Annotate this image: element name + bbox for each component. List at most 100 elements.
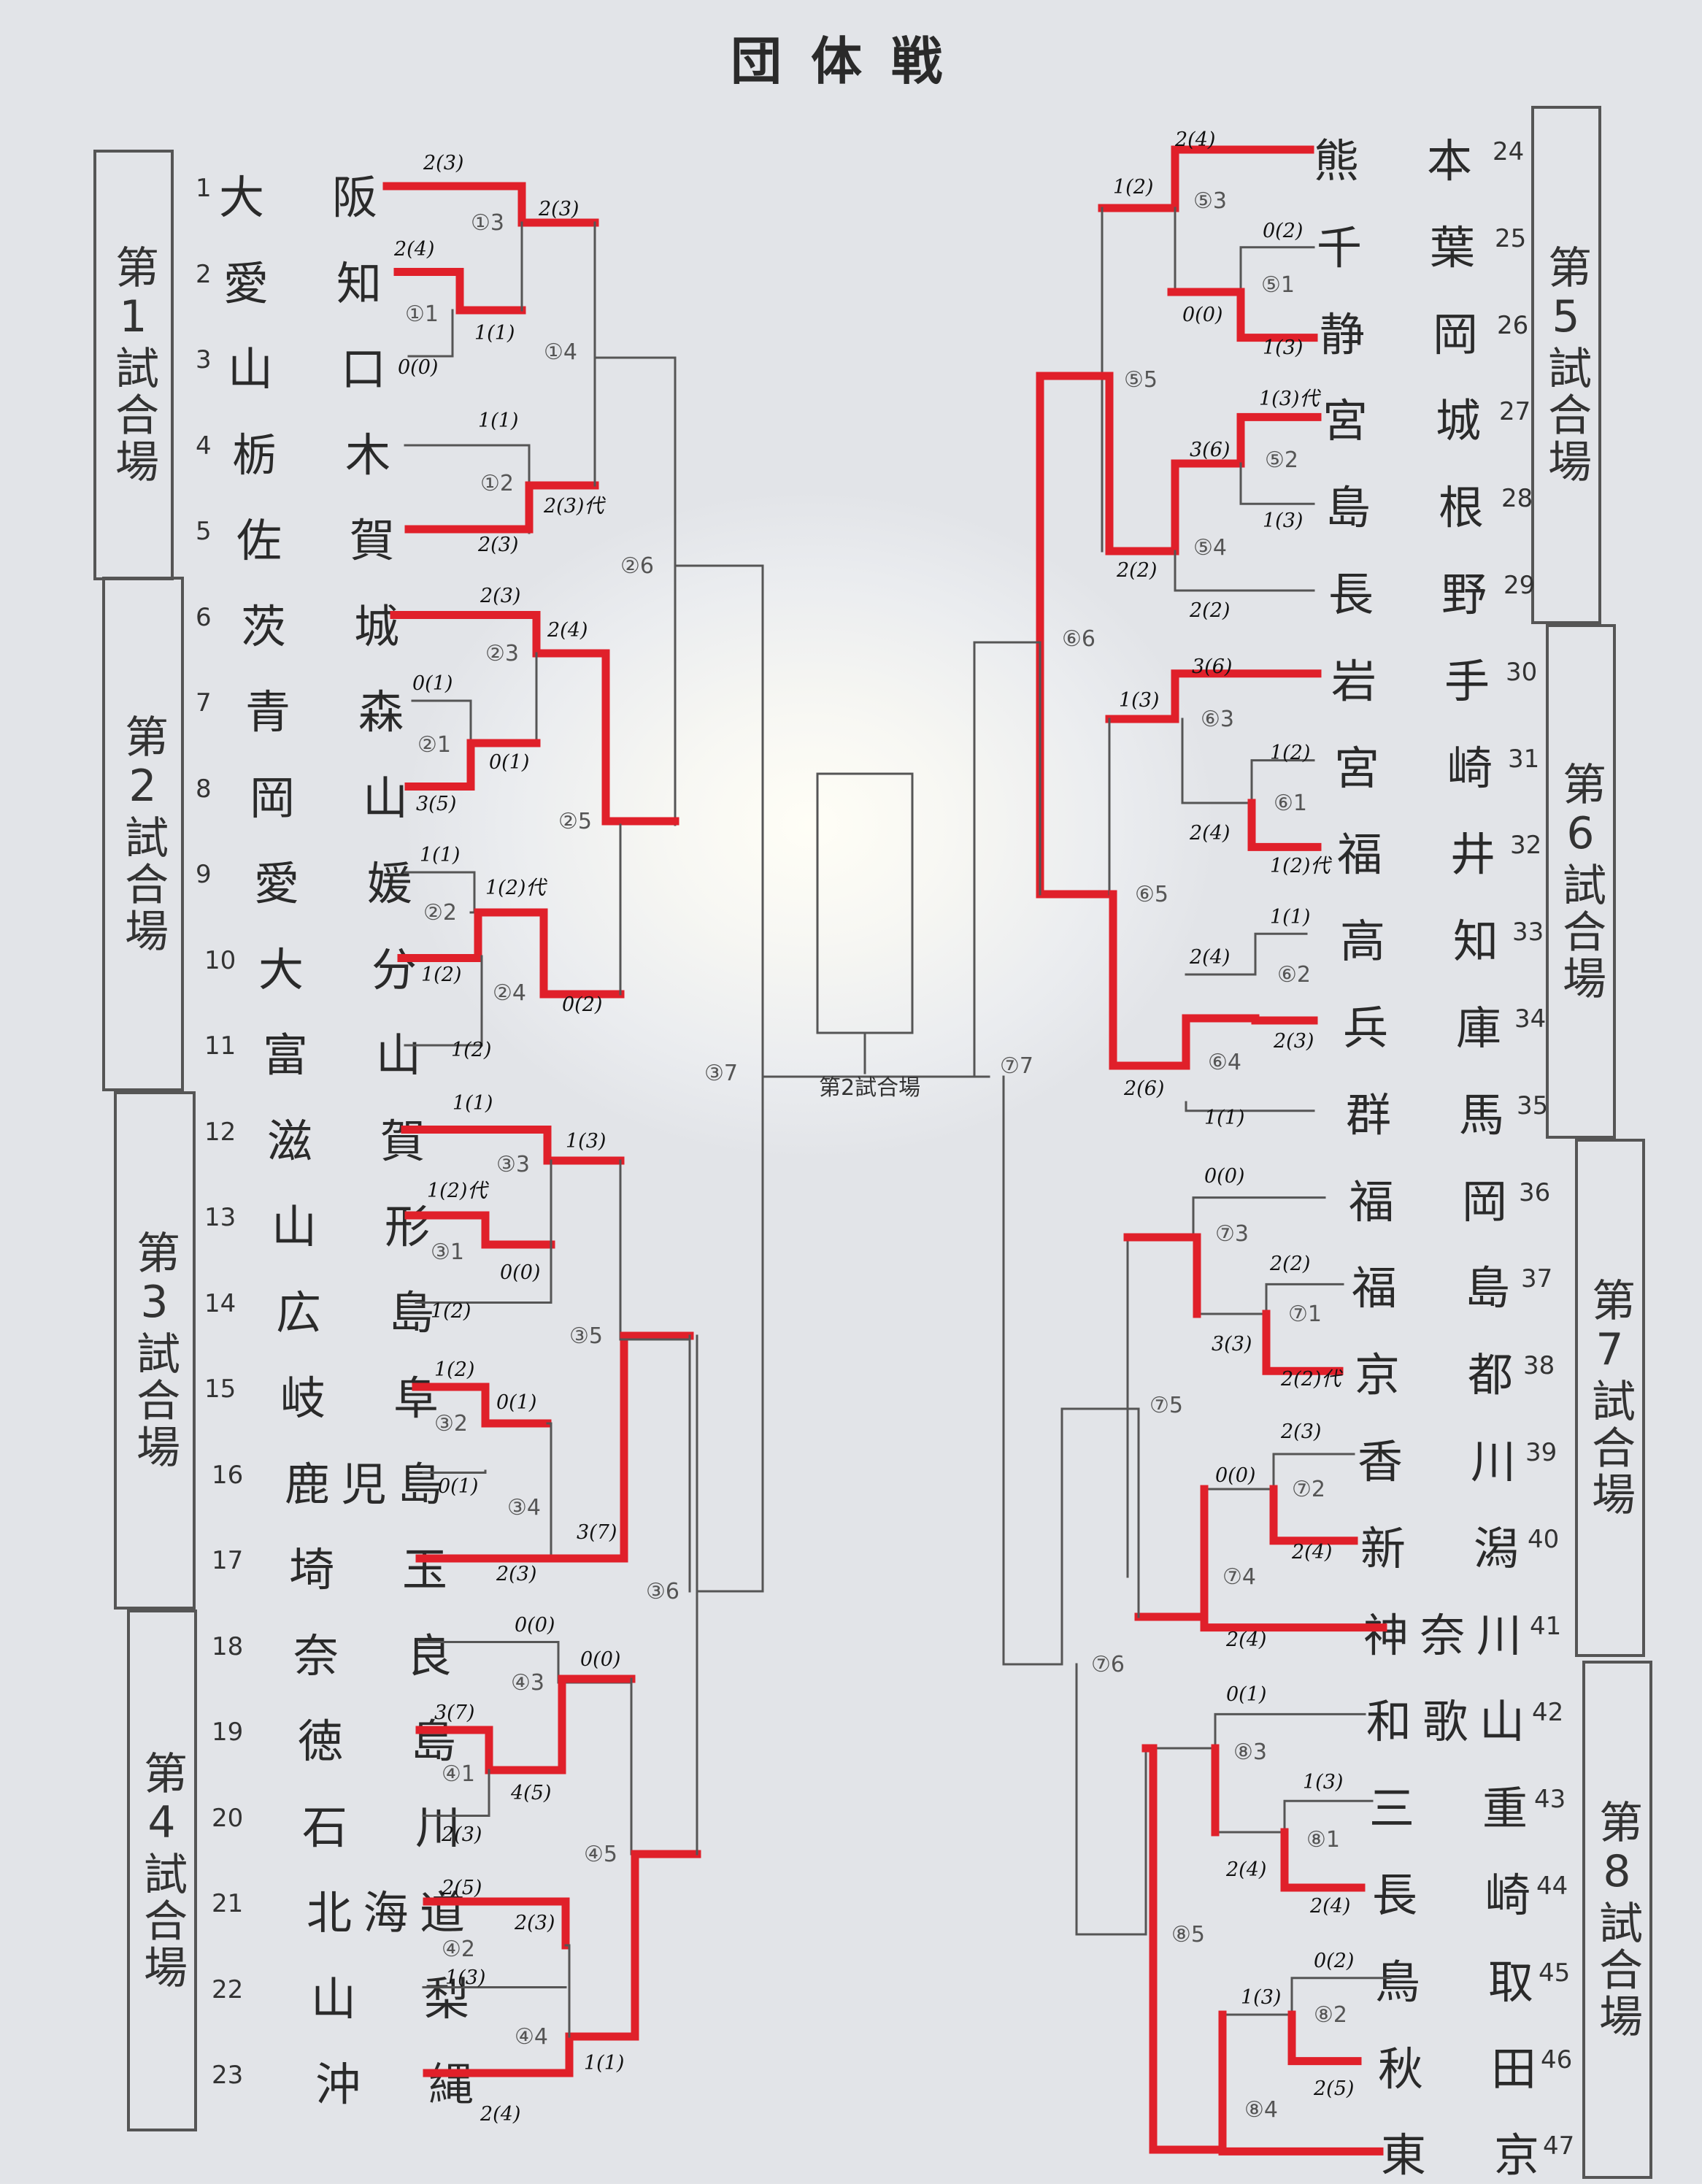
team-number: 18 — [212, 1631, 244, 1661]
team-number: 22 — [212, 1975, 244, 2004]
winner-path — [1098, 145, 1314, 212]
match-score: 0(0) — [580, 1648, 620, 1671]
team-number: 39 — [1525, 1438, 1557, 1467]
team-name: 北海道 — [307, 1886, 466, 1939]
team-number: 21 — [212, 1889, 244, 1918]
team-number: 25 — [1495, 223, 1527, 253]
winner-path — [1131, 1014, 1318, 1070]
venue-box-5: 第5試合場 — [1531, 106, 1601, 624]
team-number: 16 — [212, 1460, 244, 1490]
team-name: 山形 — [272, 1200, 431, 1253]
match-score: 3(3) — [1212, 1333, 1252, 1356]
match-score: 2(3) — [441, 1823, 482, 1846]
match-number: ⑥5 — [1135, 882, 1168, 907]
match-number: ①4 — [544, 339, 577, 365]
team-name: 京都 — [1355, 1348, 1514, 1402]
team-name: 奈良 — [293, 1629, 453, 1683]
bracket-line — [1214, 1799, 1374, 1834]
bracket-line — [415, 1159, 552, 1304]
match-number: ①2 — [480, 471, 514, 496]
match-score: 2(6) — [1123, 1077, 1164, 1100]
match-score: 1(3) — [1263, 510, 1303, 532]
team-number: 33 — [1512, 918, 1544, 947]
team-number: 32 — [1510, 831, 1542, 861]
team-number: 29 — [1503, 571, 1536, 600]
match-number: ②6 — [620, 553, 654, 579]
team-name: 三重 — [1369, 1782, 1528, 1836]
winner-path — [404, 481, 534, 534]
bracket-line — [816, 772, 914, 1034]
match-score: 3(7) — [577, 1521, 617, 1544]
team-number: 7 — [196, 688, 212, 718]
match-score: 1(3) — [445, 1966, 485, 1989]
venue-label-4: 第4試合場 — [136, 1750, 188, 1991]
winner-path — [404, 739, 541, 791]
match-score: 2(2) — [1189, 599, 1230, 622]
team-number: 34 — [1514, 1004, 1547, 1034]
match-number: ⑥1 — [1274, 791, 1307, 816]
match-score: 0(1) — [412, 672, 453, 695]
match-number: ③7 — [704, 1061, 738, 1086]
winner-path — [1149, 2010, 1227, 2154]
winner-path — [397, 908, 625, 999]
match-score: 1(2)代 — [485, 877, 547, 899]
match-number: ④1 — [442, 1761, 475, 1787]
team-name: 岐阜 — [280, 1372, 439, 1425]
bracket-line — [422, 1469, 487, 1474]
winner-path — [1280, 1828, 1366, 1892]
winner-path — [404, 1211, 555, 1249]
winner-path — [1218, 2145, 1384, 2156]
match-score: 0(0) — [1204, 1165, 1244, 1188]
match-score: 1(1) — [584, 2052, 624, 2075]
team-number: 40 — [1528, 1524, 1560, 1554]
match-score: 1(2) — [421, 964, 461, 986]
match-score: 0(0) — [515, 1614, 555, 1637]
team-number: 17 — [212, 1546, 244, 1575]
team-number: 19 — [212, 1718, 244, 1747]
team-number: 3 — [196, 345, 212, 374]
match-score: 2(4) — [1291, 1541, 1332, 1564]
match-number: ①1 — [405, 301, 439, 327]
match-score: 4(5) — [510, 1782, 551, 1804]
team-number: 45 — [1539, 1958, 1571, 1988]
match-number: ⑤2 — [1265, 447, 1298, 473]
team-name: 岡山 — [250, 771, 409, 825]
match-score: 2(4) — [1225, 1858, 1266, 1881]
venue-label-2: 第2試合場 — [117, 713, 169, 955]
venue-box-6: 第6試合場 — [1546, 624, 1616, 1139]
match-number: ⑧4 — [1244, 2097, 1278, 2123]
bracket-line — [407, 309, 454, 358]
team-name: 佐賀 — [236, 514, 396, 567]
team-name: 青森 — [245, 685, 404, 739]
winner-path — [1167, 288, 1318, 342]
match-number: ①3 — [471, 210, 504, 236]
match-number: ②1 — [417, 732, 451, 758]
match-number: ⑦4 — [1222, 1564, 1256, 1590]
team-number: 5 — [196, 517, 212, 546]
match-score: 1(2) — [434, 1358, 474, 1381]
team-name: 栃木 — [232, 428, 391, 482]
match-score: 2(5) — [1313, 2077, 1354, 2100]
match-number: ③3 — [496, 1152, 530, 1177]
venue-box-1: 第1試合場 — [93, 150, 174, 580]
match-score: 2(2) — [1269, 1253, 1310, 1275]
team-name: 熊本 — [1314, 134, 1473, 188]
winner-path — [1105, 412, 1322, 555]
match-number: ⑧3 — [1233, 1739, 1267, 1765]
match-score: 0(2) — [562, 993, 602, 1016]
bracket-line — [1174, 550, 1315, 592]
match-score: 1(1) — [453, 1092, 493, 1115]
bracket-line — [674, 564, 764, 1078]
team-name: 高知 — [1340, 915, 1499, 969]
team-number: 38 — [1523, 1351, 1555, 1381]
match-score: 3(7) — [434, 1702, 474, 1724]
team-name: 香川 — [1358, 1435, 1517, 1488]
bracket-line — [1185, 1101, 1315, 1112]
page-title: 団体戦 — [731, 31, 971, 91]
team-number: 36 — [1519, 1177, 1551, 1207]
team-name: 大阪 — [219, 171, 378, 224]
team-name: 福島 — [1352, 1261, 1511, 1315]
match-score: 1(1) — [420, 844, 460, 866]
winner-path — [1109, 890, 1139, 1070]
match-number: ⑤1 — [1261, 272, 1295, 298]
